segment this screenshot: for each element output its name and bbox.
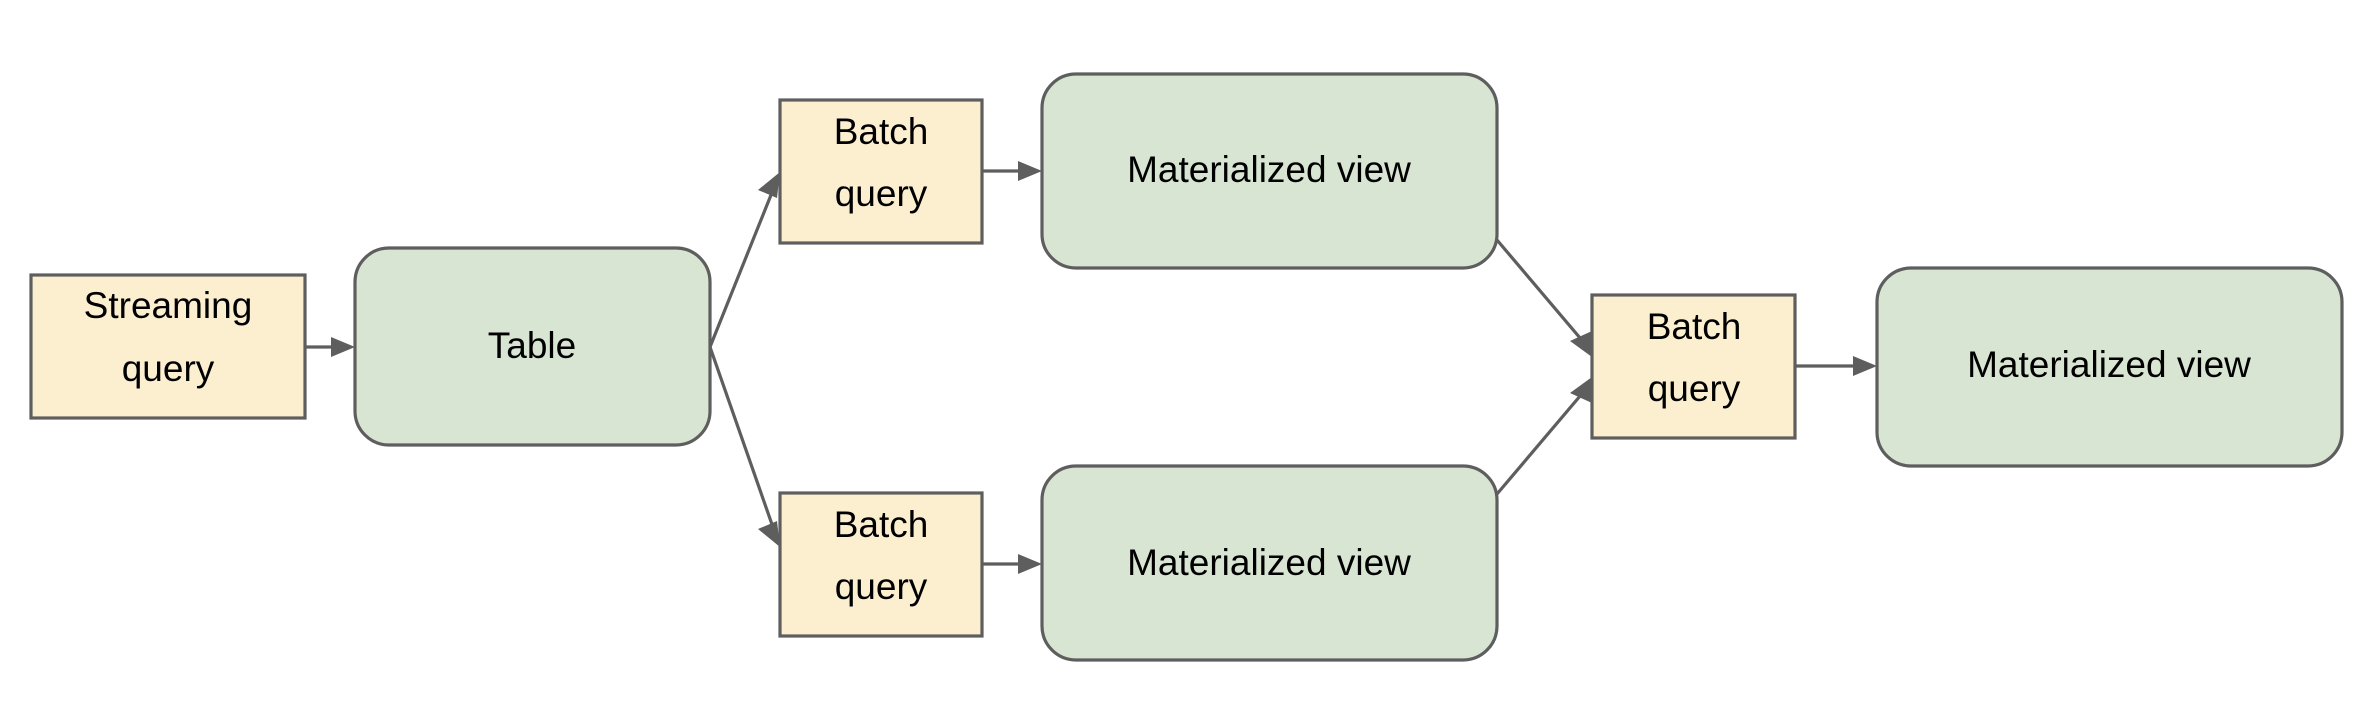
node-table[interactable]: Table bbox=[353, 246, 712, 447]
node-streaming-query[interactable]: Streaming query bbox=[29, 273, 307, 420]
node-materialized-view-final[interactable]: Materialized view bbox=[1875, 266, 2344, 468]
node-batch-query-bottom[interactable]: Batch query bbox=[778, 491, 984, 638]
node-batch-query-top-label-line2: query bbox=[835, 173, 928, 214]
edge-merge-to-mv-final bbox=[1795, 356, 1877, 376]
node-materialized-view-top[interactable]: Materialized view bbox=[1040, 72, 1499, 270]
node-batch-query-merge[interactable]: Batch query bbox=[1590, 293, 1797, 440]
node-materialized-view-final-label: Materialized view bbox=[1967, 344, 2251, 385]
edge-table-to-batch-bottom bbox=[708, 346, 780, 547]
edge-mv-bottom-to-merge bbox=[1495, 377, 1592, 496]
node-streaming-query-label-line2: query bbox=[122, 348, 215, 389]
node-materialized-view-bottom-label: Materialized view bbox=[1127, 542, 1411, 583]
node-batch-query-top[interactable]: Batch query bbox=[778, 98, 984, 245]
node-batch-query-bottom-label-line2: query bbox=[835, 566, 928, 607]
node-batch-query-merge-label-line2: query bbox=[1648, 368, 1741, 409]
edge-table-to-batch-top bbox=[708, 172, 780, 348]
edge-batch-top-to-mv-top bbox=[982, 161, 1042, 181]
node-table-label: Table bbox=[488, 325, 576, 366]
edge-mv-top-to-merge bbox=[1495, 238, 1592, 357]
node-batch-query-top-label-line1: Batch bbox=[834, 111, 929, 152]
edge-batch-bottom-to-mv-bottom bbox=[982, 554, 1042, 574]
node-materialized-view-top-label: Materialized view bbox=[1127, 149, 1411, 190]
node-batch-query-bottom-label-line1: Batch bbox=[834, 504, 929, 545]
node-materialized-view-bottom[interactable]: Materialized view bbox=[1040, 464, 1499, 662]
node-batch-query-merge-label-line1: Batch bbox=[1647, 306, 1742, 347]
edge-streaming-to-table bbox=[305, 337, 355, 357]
node-streaming-query-label-line1: Streaming bbox=[84, 285, 253, 326]
